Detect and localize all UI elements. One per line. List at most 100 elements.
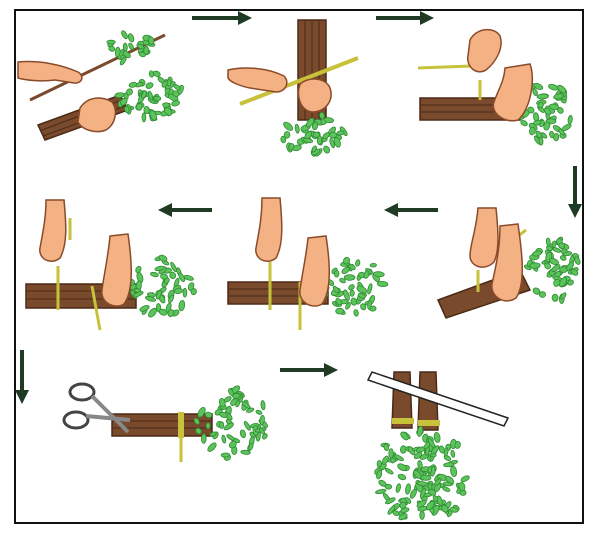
leaf	[121, 30, 128, 40]
leaf	[342, 256, 351, 265]
hand-icon	[101, 233, 133, 307]
leaf	[173, 287, 183, 294]
step-6-tighten-knot	[25, 199, 197, 331]
leaf	[392, 510, 400, 517]
leaf	[171, 100, 180, 107]
leaf-bunch	[523, 236, 581, 304]
leaf	[147, 90, 154, 101]
leaf	[562, 251, 573, 257]
leaf	[436, 495, 443, 506]
leaf	[187, 282, 195, 291]
leaf	[458, 481, 466, 492]
twine-icon	[417, 64, 482, 100]
leaf	[155, 289, 162, 300]
step-4-wrap-twine	[436, 207, 581, 319]
leaf	[311, 121, 319, 131]
leaf	[333, 136, 341, 148]
hand-icon	[17, 60, 83, 84]
leaf	[164, 107, 173, 116]
leaf	[336, 130, 345, 136]
leaf	[543, 121, 551, 131]
leaf	[416, 481, 428, 487]
leaf	[258, 427, 266, 435]
leaf	[166, 79, 172, 87]
leaf	[292, 144, 302, 152]
leaf	[355, 259, 361, 267]
leaf	[200, 433, 207, 444]
leaf	[545, 237, 551, 247]
hand-icon	[39, 199, 67, 262]
leaf	[357, 292, 366, 299]
leaf-bunch	[321, 256, 389, 317]
leaf	[195, 427, 202, 435]
leaf	[378, 479, 387, 487]
leaf	[400, 431, 409, 441]
leaf	[248, 443, 254, 451]
leaf	[367, 300, 372, 310]
step-7-trim-handle	[62, 382, 268, 462]
leaf	[232, 393, 241, 399]
leaf	[427, 482, 433, 491]
leaf	[376, 280, 389, 288]
leaf	[566, 261, 575, 271]
leaf	[553, 278, 561, 287]
leaf	[139, 305, 150, 312]
leaf	[353, 309, 359, 317]
leaf	[335, 298, 343, 306]
leaf	[548, 257, 559, 266]
leaf	[152, 70, 161, 77]
leaf	[322, 132, 330, 140]
leaf	[108, 45, 116, 52]
leaf	[551, 293, 559, 302]
leaf	[548, 103, 560, 110]
step-5-tie-twine	[227, 197, 389, 330]
leaf	[574, 256, 581, 265]
arrow-6-to-7	[15, 350, 29, 404]
leaf	[350, 297, 358, 306]
hand-icon	[227, 67, 288, 93]
leaf	[255, 409, 263, 415]
leaf	[127, 33, 135, 43]
leaf	[549, 130, 555, 139]
leaf	[567, 115, 573, 125]
leaf	[209, 431, 217, 437]
leaf	[145, 82, 154, 89]
hand-icon	[299, 235, 331, 307]
leaf	[148, 307, 157, 318]
leaf	[384, 467, 394, 475]
leaf	[343, 289, 350, 301]
leaf	[553, 133, 560, 142]
leaf	[367, 283, 373, 295]
hand-icon	[77, 97, 117, 133]
leaf	[294, 123, 300, 134]
leaf	[533, 83, 544, 90]
leaf	[259, 414, 265, 425]
leaf	[544, 262, 552, 270]
leaf	[393, 454, 404, 462]
leaf	[193, 417, 200, 425]
leaf	[450, 449, 456, 458]
leaf	[443, 462, 455, 468]
broom-icon	[193, 385, 268, 461]
leaf	[239, 429, 246, 439]
leaf-sprig	[106, 30, 156, 66]
leaf	[149, 110, 157, 121]
leaf	[399, 501, 407, 510]
hand-icon	[467, 28, 502, 73]
leaf	[173, 83, 181, 91]
leaf	[172, 90, 180, 97]
leaf	[169, 271, 177, 280]
leaf	[283, 121, 293, 131]
leaf	[558, 242, 566, 249]
hand-icon	[492, 63, 534, 122]
leaf	[570, 268, 579, 276]
hand-icon	[297, 78, 332, 113]
leaf	[440, 504, 449, 513]
leaf	[303, 137, 314, 144]
arrow-7-to-8	[280, 363, 338, 377]
leaf	[240, 449, 251, 455]
leaf	[323, 145, 331, 154]
step-2-place-twine	[227, 19, 359, 157]
leaf	[460, 475, 470, 483]
